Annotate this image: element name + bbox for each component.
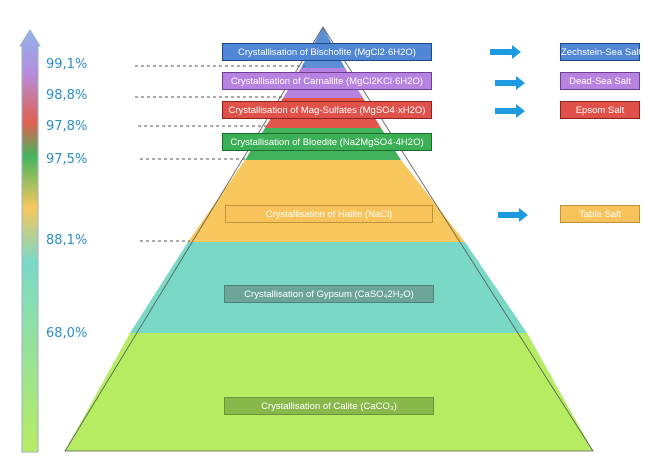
- salt-dead-sea: Dead-Sea Salt: [560, 72, 640, 90]
- pct-label-carnallite: 98,8%: [46, 88, 88, 103]
- pct-label-gypsum: 68,0%: [46, 326, 88, 341]
- layer-halite: [188, 160, 465, 242]
- arrow-icon: [495, 104, 525, 118]
- guide-lines: [135, 65, 305, 242]
- salt-arrows: [490, 45, 528, 222]
- layer-label-calite: Crystallisation of Calite (CaCO₃): [224, 397, 434, 415]
- pct-label-halite: 88,1%: [46, 233, 88, 248]
- layer-label-bloedite: Crystallisation of Bloedite (Na2MgSO4·4H…: [222, 133, 432, 151]
- layer-calite: [65, 333, 593, 451]
- pct-label-bloedite: 97,5%: [46, 152, 88, 167]
- pyramid: [64, 26, 594, 452]
- layer-label-mag-sulfates: Crystallisation of Mag-Sulfates (MgSO4·x…: [222, 101, 432, 119]
- layer-label-halite: Crystallisation of Halite (NaCl): [225, 205, 433, 223]
- layer-label-bischofite: Crystallisation of Bischofite (MgCl2·6H2…: [222, 43, 432, 61]
- salt-table: Table Salt: [560, 205, 640, 223]
- pct-label-mag-sulfates: 97,8%: [46, 119, 88, 134]
- pct-label-bischofite: 99,1%: [46, 57, 88, 72]
- concentration-scale-arrow: [19, 29, 41, 453]
- layer-label-gypsum: Crystallisation of Gypsum (CaSO₄2H₂O): [224, 285, 434, 303]
- salt-zechstein: Zechstein-Sea Salt: [560, 43, 641, 61]
- arrow-icon: [490, 45, 521, 59]
- pyramid-outline: [64, 26, 594, 452]
- arrow-icon: [495, 76, 525, 90]
- salt-epsom: Epsom Salt: [560, 101, 640, 119]
- layer-label-carnallite: Crystallisation of Carnallite (MgCl2KCl·…: [222, 72, 432, 90]
- arrow-icon: [498, 208, 528, 222]
